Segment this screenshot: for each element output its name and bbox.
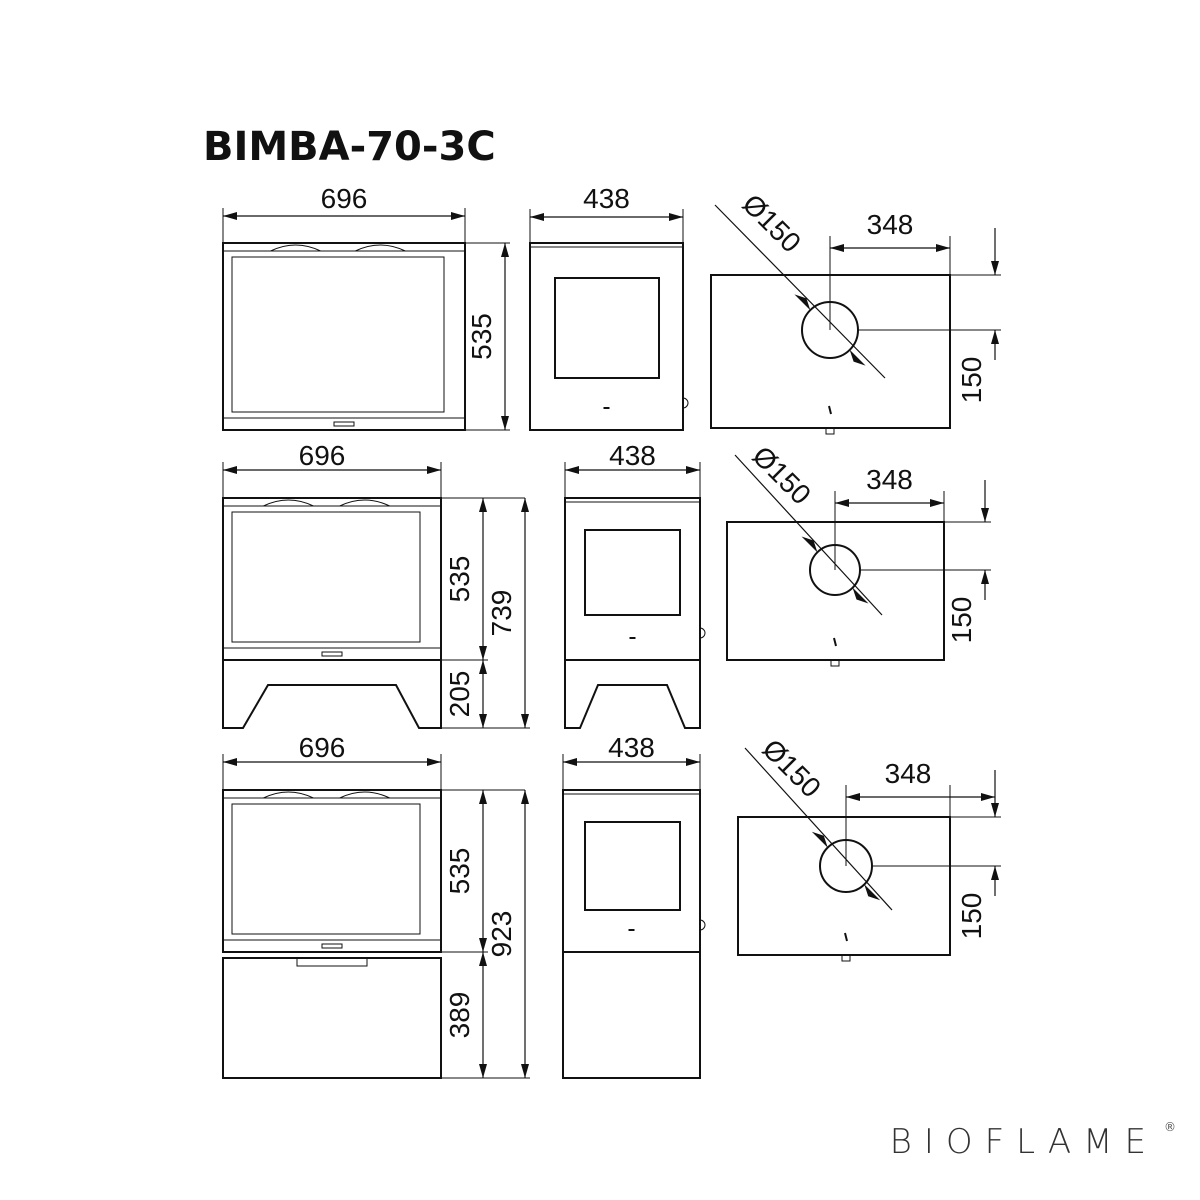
flue-offset-x-label: 348 — [867, 209, 914, 240]
depth-label: 438 — [608, 732, 655, 763]
handle — [682, 397, 689, 409]
variant-row-3: 696 438 535 389 923 Ø150 348 150 — [222, 732, 1001, 1079]
registered-mark: ® — [1164, 1120, 1176, 1134]
diameter-leader — [734, 454, 883, 616]
total-height-label: 739 — [486, 590, 517, 637]
side-legs — [564, 659, 701, 729]
variant-row-1: 696 438 535 Ø150 348 150 — [222, 183, 1001, 435]
knob — [825, 427, 835, 435]
line — [844, 932, 848, 942]
fire-door-glass — [231, 511, 421, 643]
front-view — [222, 789, 442, 1079]
width-label: 696 — [299, 440, 346, 471]
body-height-label: 535 — [466, 313, 497, 360]
dimensions: 696 438 535 205 739 — [222, 440, 701, 729]
top-view: Ø150 348 150 — [737, 733, 1001, 962]
top-view: Ø150 348 150 — [710, 188, 1001, 435]
depth-label: 438 — [583, 183, 630, 214]
diameter-arrows — [811, 831, 881, 901]
dimensions: 696 438 535 — [222, 183, 684, 431]
line — [828, 405, 832, 415]
side-window — [584, 529, 681, 616]
flue-offset-x-label: 348 — [885, 758, 932, 789]
body-height-label: 535 — [444, 556, 475, 603]
flue-offset-x-label: 348 — [866, 464, 913, 495]
side-body — [529, 242, 684, 431]
front-view — [222, 497, 442, 729]
side-view — [529, 242, 689, 431]
dimensions: 696 438 535 389 923 — [222, 732, 701, 1079]
knob — [830, 659, 840, 667]
front-body — [222, 789, 442, 953]
air-vent — [270, 244, 321, 252]
depth-label: 438 — [609, 440, 656, 471]
air-vent — [263, 499, 314, 507]
ash-handle — [321, 651, 343, 657]
front-view — [222, 242, 466, 431]
diameter-leader — [744, 747, 893, 911]
side-view — [562, 789, 706, 1079]
top-view: Ø150 348 150 — [726, 440, 991, 667]
base-height-label: 205 — [444, 671, 475, 718]
flue-diameter-label: Ø150 — [757, 733, 827, 803]
diameter-leader — [714, 204, 886, 379]
flue-offset-y-label: 150 — [956, 893, 987, 940]
air-vent — [339, 499, 390, 507]
side-view — [564, 497, 706, 729]
side-window — [584, 821, 681, 911]
side-window — [554, 277, 660, 379]
air-vent — [339, 791, 390, 799]
width-label: 696 — [299, 732, 346, 763]
flue-diameter-label: Ø150 — [737, 188, 807, 258]
brand-name: BIOFLAME — [890, 1122, 1158, 1162]
knob — [841, 954, 851, 962]
total-height-label: 923 — [486, 911, 517, 958]
flue-offset-y-label: 150 — [946, 597, 977, 644]
front-cabinet — [222, 957, 442, 1079]
fire-door-glass — [231, 803, 421, 935]
diameter-arrows — [801, 536, 869, 604]
brand-logo: BIOFLAME ® — [890, 1120, 1176, 1162]
body-height-label: 535 — [444, 848, 475, 895]
fire-door-glass — [231, 256, 445, 413]
line — [833, 637, 837, 647]
handle — [699, 627, 706, 639]
base-height-label: 389 — [444, 992, 475, 1039]
air-vent — [355, 244, 406, 252]
handle — [699, 919, 706, 931]
flue-diameter-label: Ø150 — [747, 440, 817, 510]
variant-row-2: 696 438 535 205 739 Ø150 348 150 — [222, 440, 991, 729]
ash-handle — [333, 421, 355, 427]
air-vent — [263, 791, 314, 799]
top-body — [737, 816, 951, 956]
front-body — [222, 497, 442, 661]
front-legs — [222, 659, 442, 729]
side-cabinet — [562, 951, 701, 1079]
front-body — [222, 242, 466, 431]
ash-handle — [321, 943, 343, 949]
model-title: BIMBA-70-3C — [203, 124, 496, 170]
flue-offset-y-label: 150 — [956, 357, 987, 404]
cabinet-handle — [296, 957, 368, 967]
width-label: 696 — [321, 183, 368, 214]
diameter-arrows — [794, 294, 866, 366]
